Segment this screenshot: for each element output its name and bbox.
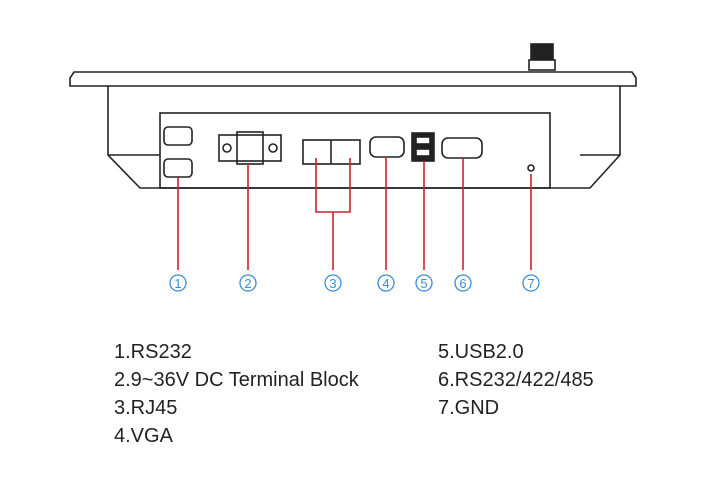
callout-circle — [169, 274, 187, 292]
legend-item: 5.USB2.0 — [438, 341, 524, 363]
legend-item: 2.9~36V DC Terminal Block — [114, 369, 359, 391]
terminal-block-icon — [218, 134, 282, 162]
callout-number: 1 — [174, 276, 181, 291]
callout-number: 2 — [244, 276, 251, 291]
db9-port-icon — [163, 158, 193, 178]
ground-screw-icon — [527, 164, 535, 172]
callout-number: 7 — [527, 276, 534, 291]
leader-lines — [177, 157, 532, 270]
device-rear-panel-diagram: 1 2 3 4 5 6 7 — [69, 43, 637, 292]
callout-number: 4 — [382, 276, 389, 291]
leader-line — [315, 158, 351, 213]
io-panel — [159, 112, 551, 189]
serial-port-icon — [441, 137, 483, 159]
legend-right: 5.USB2.0 6.RS232/422/485 7.GND — [438, 338, 594, 422]
front-bezel — [69, 71, 637, 87]
callout-number: 6 — [459, 276, 466, 291]
legend-item: 1.RS232 — [114, 341, 192, 363]
callout-number: 5 — [420, 276, 427, 291]
db9-port-icon — [163, 126, 193, 146]
callout-circle — [239, 274, 257, 292]
callout-circle — [377, 274, 395, 292]
housing — [107, 86, 621, 189]
device-outline — [69, 43, 637, 189]
legend-item: 6.RS232/422/485 — [438, 369, 594, 391]
legend-item: 7.GND — [438, 397, 500, 419]
callout-circle — [454, 274, 472, 292]
callouts: 1 2 3 4 5 6 7 — [169, 274, 540, 292]
vga-port-icon — [369, 136, 405, 158]
callout-circle — [324, 274, 342, 292]
callout-circle — [415, 274, 433, 292]
callout-number: 3 — [329, 276, 336, 291]
legend-item: 4.VGA — [114, 425, 173, 447]
legend-left: 1.RS232 2.9~36V DC Terminal Block 3.RJ45… — [114, 338, 359, 450]
callout-circle — [522, 274, 540, 292]
legend-item: 3.RJ45 — [114, 397, 178, 419]
